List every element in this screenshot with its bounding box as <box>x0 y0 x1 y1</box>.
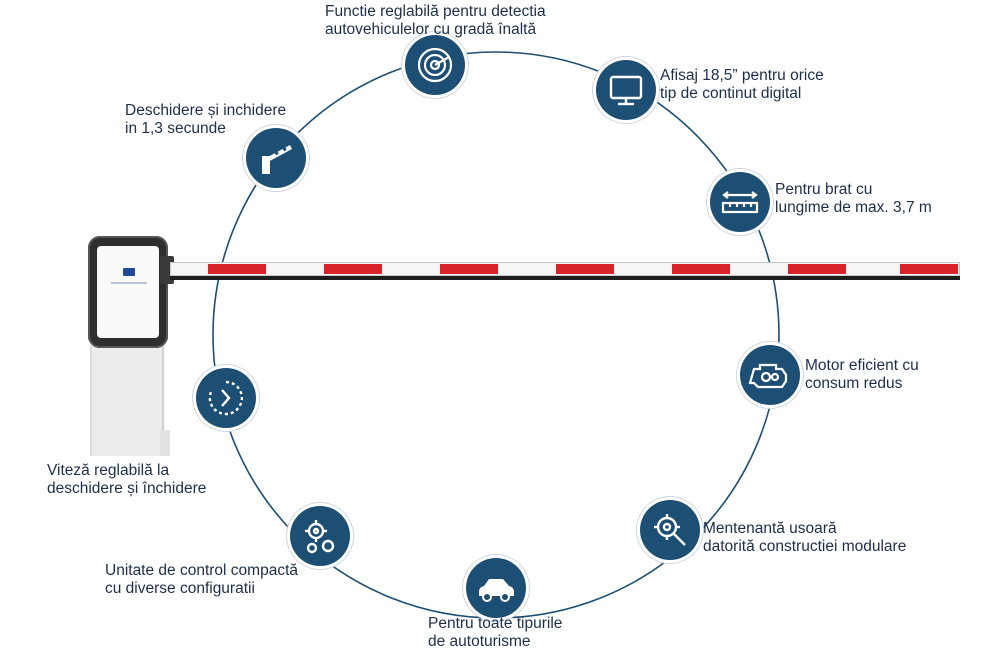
engine-icon <box>740 345 800 405</box>
arm-stripe <box>208 264 266 274</box>
terminal-text-line <box>111 282 147 284</box>
monitor-icon <box>596 60 656 120</box>
radar-icon <box>405 35 465 95</box>
arm-stripe <box>900 264 958 274</box>
arm-stripe <box>556 264 614 274</box>
ruler-icon <box>710 172 770 232</box>
car-icon <box>466 558 526 618</box>
barrier-pillar <box>90 346 164 456</box>
gears-icon <box>290 506 350 566</box>
speed-icon <box>196 368 256 428</box>
arm-stripe <box>324 264 382 274</box>
barrier-icon <box>246 128 306 188</box>
arm-stripe <box>788 264 846 274</box>
terminal-logo <box>123 268 135 276</box>
barrier-terminal <box>88 236 168 348</box>
arm-stripe <box>672 264 730 274</box>
terminal-display <box>97 246 159 338</box>
boom-arm-underside <box>170 276 960 280</box>
wrench-gear-icon <box>640 500 700 560</box>
barrier-base <box>160 430 170 456</box>
arm-stripe <box>440 264 498 274</box>
